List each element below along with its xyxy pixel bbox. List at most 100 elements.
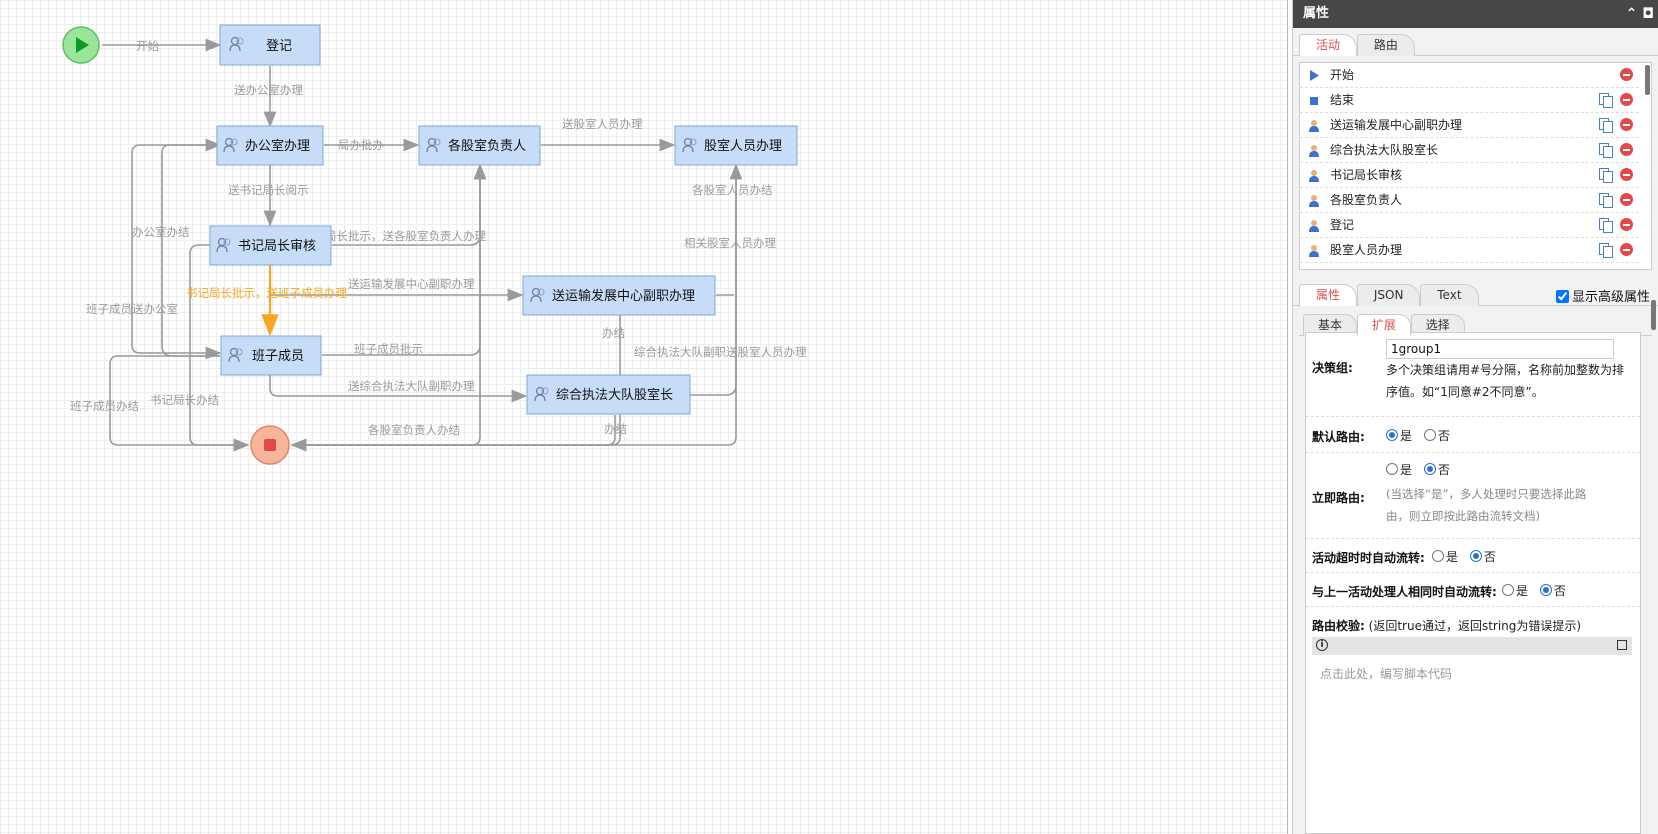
- edge-heads-end[interactable]: [290, 165, 481, 452]
- list-item[interactable]: 书记局长审核: [1300, 163, 1639, 188]
- same-handler-yes[interactable]: 是: [1502, 584, 1528, 598]
- immediate-route-yes[interactable]: 是: [1386, 463, 1412, 477]
- copy-icon[interactable]: [1599, 218, 1613, 233]
- code-editor[interactable]: i 点击此处，编写脚本代码: [1312, 637, 1632, 797]
- tab-json[interactable]: JSON: [1356, 284, 1421, 306]
- radio-icon[interactable]: [1502, 584, 1514, 596]
- edge-label-to-enforce: 送综合执法大队副职办理: [348, 379, 475, 393]
- flow-diagram[interactable]: 开始 送办公室办理 局办批办 送股室人员办理 送书记局长阅示 办公室办结 书记局…: [0, 0, 1288, 834]
- default-route-no[interactable]: 否: [1423, 429, 1450, 443]
- default-route-label: 默认路由:: [1312, 430, 1365, 444]
- list-scrollbar[interactable]: [1645, 65, 1650, 95]
- tab-activities[interactable]: 活动: [1299, 34, 1358, 56]
- decision-group-row: 决策组: 多个决策组请用#号分隔，名称前加整数为排 序值。如“1同意#2不同意”…: [1306, 333, 1640, 417]
- copy-icon[interactable]: [1599, 168, 1613, 183]
- list-item[interactable]: 股室人员办理: [1300, 238, 1639, 263]
- code-placeholder[interactable]: 点击此处，编写脚本代码: [1320, 667, 1453, 681]
- flow-canvas[interactable]: 开始 送办公室办理 局办批办 送股室人员办理 送书记局长阅示 办公室办结 书记局…: [0, 0, 1288, 834]
- timeout-label: 活动超时时自动流转:: [1312, 551, 1425, 565]
- copy-icon[interactable]: [1599, 193, 1613, 208]
- edge-transport-end[interactable]: [292, 315, 621, 446]
- user-icon: [223, 137, 238, 153]
- delete-icon[interactable]: [1620, 118, 1633, 131]
- list-item[interactable]: 登记: [1300, 213, 1639, 238]
- node-section-staff[interactable]: 股室人员办理: [674, 125, 798, 166]
- node-section-heads[interactable]: 各股室负责人: [418, 125, 541, 166]
- delete-icon[interactable]: [1620, 243, 1633, 256]
- copy-icon[interactable]: [1599, 243, 1613, 258]
- route-check-row: 路由校验: (返回true通过，返回string为错误提示) i 点击此处，编写…: [1306, 607, 1640, 807]
- default-route-yes[interactable]: 是: [1386, 429, 1412, 443]
- radio-icon[interactable]: [1539, 584, 1552, 596]
- delete-icon[interactable]: [1620, 168, 1633, 181]
- tab-properties[interactable]: 属性: [1299, 284, 1358, 306]
- node-office[interactable]: 办公室办理: [216, 125, 324, 166]
- copy-icon[interactable]: [1599, 143, 1613, 158]
- stop-icon: [1310, 97, 1318, 105]
- node-register[interactable]: 登记: [219, 24, 321, 66]
- end-node[interactable]: [250, 425, 290, 465]
- tab-routes[interactable]: 路由: [1356, 34, 1415, 56]
- edge-label-team-to-office: 班子成员送办公室: [86, 302, 178, 316]
- delete-icon[interactable]: [1620, 193, 1633, 206]
- tab-text[interactable]: Text: [1420, 284, 1479, 306]
- info-icon[interactable]: i: [1316, 639, 1328, 651]
- edge-enforce-end[interactable]: [292, 415, 616, 446]
- form-scrollbar[interactable]: [1651, 300, 1656, 330]
- node-label-team: 班子成员: [252, 349, 304, 364]
- edge-sec-end[interactable]: [189, 244, 250, 452]
- delete-icon[interactable]: [1620, 93, 1633, 106]
- edge-label-bureau-approve: 局办批办: [338, 138, 384, 152]
- list-item-label: 送运输发展中心副职办理: [1330, 118, 1463, 132]
- tab-select[interactable]: 选择: [1410, 314, 1465, 336]
- start-node[interactable]: [62, 26, 100, 64]
- list-item[interactable]: 结束: [1300, 88, 1639, 113]
- radio-icon[interactable]: [1423, 429, 1436, 441]
- expand-icon[interactable]: [1617, 640, 1627, 650]
- timeout-no[interactable]: 否: [1469, 550, 1496, 564]
- edge-enforce-to-staff[interactable]: [690, 163, 743, 396]
- properties-panel: 属性 ⌃ ◘ 活动 路由 开始 结束 送运输发展中心副职办理 综合执法大队股室长: [1292, 0, 1658, 834]
- node-enforce[interactable]: 综合执法大队股室长: [526, 374, 691, 415]
- edge-staff-end[interactable]: [290, 165, 737, 452]
- list-item[interactable]: 开始: [1300, 63, 1639, 88]
- radio-icon[interactable]: [1432, 550, 1444, 562]
- list-item[interactable]: 综合执法大队股室长: [1300, 138, 1639, 163]
- immediate-route-no[interactable]: 否: [1423, 463, 1450, 477]
- node-label-register: 登记: [266, 39, 292, 54]
- user-icon: [1309, 170, 1319, 182]
- edge-label-team-approve: 班子成员批示: [354, 342, 423, 356]
- radio-icon[interactable]: [1386, 463, 1398, 475]
- edge-team-end[interactable]: [109, 355, 250, 452]
- radio-icon[interactable]: [1386, 429, 1398, 441]
- node-transport[interactable]: 送运输发展中心副职办理: [522, 275, 716, 316]
- copy-icon[interactable]: [1599, 93, 1613, 108]
- radio-icon[interactable]: [1469, 550, 1482, 562]
- delete-icon[interactable]: [1620, 218, 1633, 231]
- decision-group-input[interactable]: [1386, 339, 1614, 359]
- user-icon: [682, 137, 697, 153]
- edge-office-end[interactable]: [131, 144, 222, 360]
- advanced-checkbox-input[interactable]: [1555, 290, 1569, 303]
- edge-label-transport-end: 办结: [602, 326, 625, 340]
- tab-basic[interactable]: 基本: [1303, 314, 1358, 336]
- edge-to-enforce[interactable]: [269, 375, 528, 403]
- show-advanced-checkbox[interactable]: 显示高级属性: [1555, 286, 1650, 305]
- list-item[interactable]: 各股室负责人: [1300, 188, 1639, 213]
- activity-list[interactable]: 开始 结束 送运输发展中心副职办理 综合执法大队股室长 书记局长审核 各股室负责…: [1299, 62, 1652, 270]
- delete-icon[interactable]: [1620, 143, 1633, 156]
- node-label-enforce: 综合执法大队股室长: [556, 387, 673, 403]
- radio-icon[interactable]: [1423, 463, 1436, 475]
- same-handler-no[interactable]: 否: [1539, 584, 1566, 598]
- timeout-yes[interactable]: 是: [1432, 550, 1458, 564]
- node-secretary[interactable]: 书记局长审核: [209, 225, 332, 266]
- list-item-label: 各股室负责人: [1330, 193, 1403, 207]
- edge-team-approve[interactable]: [322, 163, 487, 356]
- list-item[interactable]: 送运输发展中心副职办理: [1300, 113, 1639, 138]
- collapse-icon[interactable]: ⌃ ◘: [1625, 6, 1654, 22]
- delete-icon[interactable]: [1620, 68, 1633, 81]
- tab-extend[interactable]: 扩展: [1356, 314, 1411, 336]
- copy-icon[interactable]: [1599, 118, 1613, 133]
- edges: [102, 38, 743, 452]
- node-team[interactable]: 班子成员: [220, 335, 322, 376]
